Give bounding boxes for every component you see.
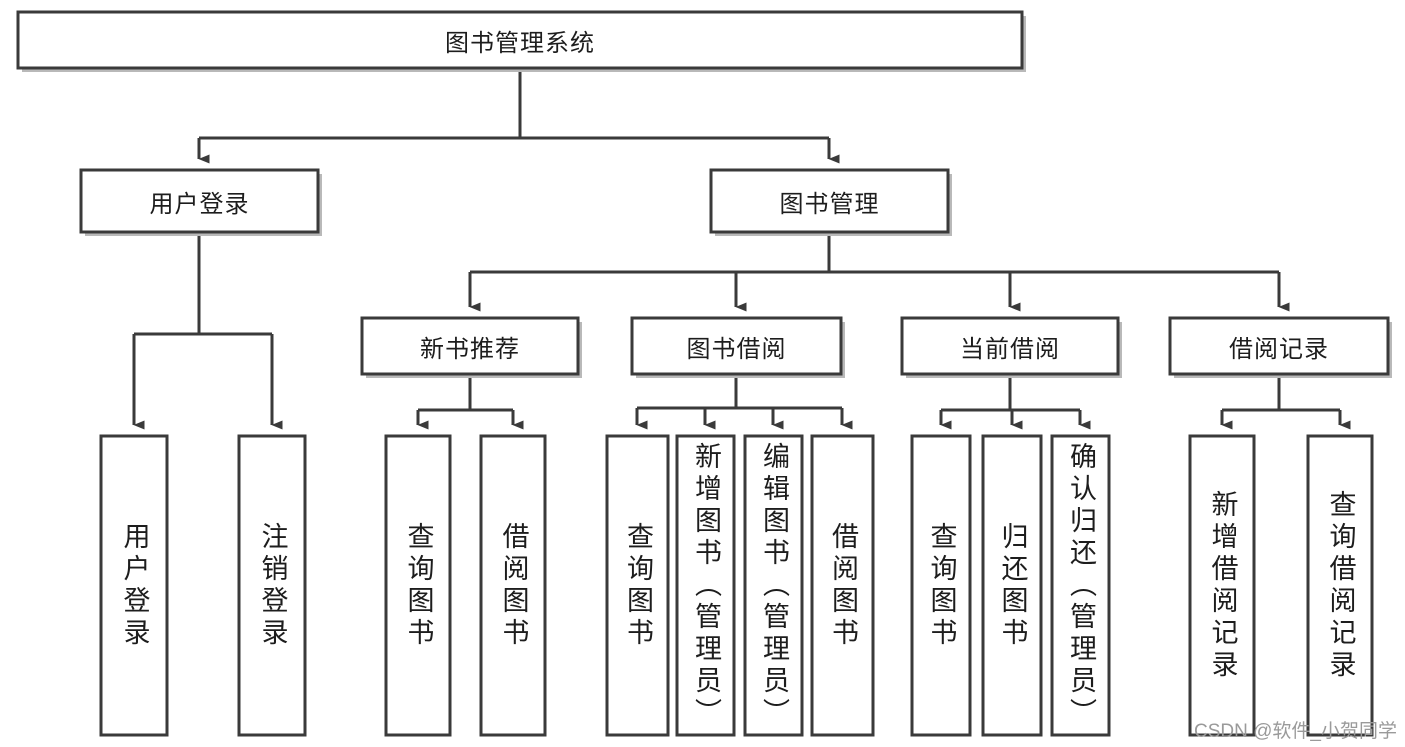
user-login-rect[interactable] (79, 168, 320, 234)
book-borrow-rect[interactable] (630, 316, 843, 376)
book-mgmt-rect[interactable] (709, 168, 950, 234)
leaf-rect-user-login[interactable] (99, 434, 169, 737)
node-borrow-records[interactable] (1168, 316, 1392, 378)
node-new-book-recommend[interactable] (360, 316, 582, 378)
leaf-rect-logout[interactable] (237, 434, 307, 737)
edge-group-current (939, 374, 1091, 430)
edge-group-book-mgmt (468, 232, 1290, 312)
leaf-rect-query-book-1[interactable] (384, 434, 452, 737)
root-rect[interactable] (16, 10, 1024, 70)
edge-group-root (197, 68, 840, 164)
node-user-login[interactable] (79, 168, 322, 236)
edge-group-borrow (635, 374, 853, 430)
leaf-rect-add-record[interactable] (1188, 434, 1256, 737)
edge-group-user-login (132, 232, 283, 430)
node-book-management[interactable] (709, 168, 952, 236)
edge-group-new-books (416, 374, 524, 430)
node-root[interactable] (16, 10, 1026, 72)
leaf-rect-confirm-return[interactable] (1050, 434, 1111, 737)
node-book-borrow[interactable] (630, 316, 845, 378)
leaf-rect-return-book[interactable] (981, 434, 1043, 737)
leaf-rect-query-record[interactable] (1306, 434, 1374, 737)
leaf-rect-edit-book[interactable] (743, 434, 804, 737)
node-current-borrow[interactable] (900, 316, 1122, 378)
new-books-rect[interactable] (360, 316, 580, 376)
edge-group-records (1220, 374, 1351, 430)
leaf-rect-borrow-book-1[interactable] (479, 434, 547, 737)
leaf-rect-add-book[interactable] (675, 434, 736, 737)
borrow-records-rect[interactable] (1168, 316, 1390, 376)
current-borrow-rect[interactable] (900, 316, 1120, 376)
leaf-boxes (99, 434, 1374, 737)
leaf-rect-query-book-3[interactable] (910, 434, 972, 737)
leaf-rect-borrow-book-2[interactable] (810, 434, 875, 737)
leaf-rect-query-book-2[interactable] (605, 434, 670, 737)
